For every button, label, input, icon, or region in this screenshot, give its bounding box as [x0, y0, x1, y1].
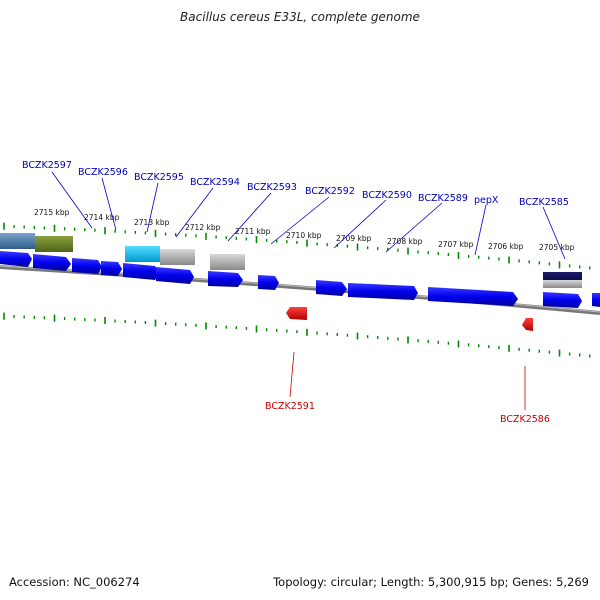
gene-steel[interactable] — [0, 233, 35, 249]
forward-gene[interactable] — [156, 267, 194, 284]
forward-gene[interactable] — [208, 271, 243, 287]
scale-label-2705: 2705 kbp — [539, 243, 575, 252]
gene-label-bczk2592[interactable]: BCZK2592 — [305, 186, 355, 197]
scale-label-2715: 2715 kbp — [34, 208, 70, 217]
gene-cyan[interactable] — [125, 246, 160, 262]
gene-label-bczk2594[interactable]: BCZK2594 — [190, 177, 240, 188]
forward-gene[interactable] — [258, 275, 279, 290]
accession-text: Accession: NC_006274 — [9, 575, 140, 589]
genome-summary-text: Topology: circular; Length: 5,300,915 bp… — [273, 575, 589, 589]
gene-label-bczk2596[interactable]: BCZK2596 — [78, 167, 128, 178]
scale-label-2709: 2709 kbp — [336, 234, 372, 243]
forward-label-leaders — [51, 171, 566, 260]
reverse-gene-bczk2591[interactable] — [286, 307, 307, 320]
gene-label-bczk2585[interactable]: BCZK2585 — [519, 197, 569, 208]
genome-backbone — [0, 265, 600, 315]
lower-scale-ticks — [3, 312, 591, 358]
gene-label-bczk2590[interactable]: BCZK2590 — [362, 190, 412, 201]
forward-gene[interactable] — [543, 292, 582, 308]
forward-gene[interactable] — [33, 254, 71, 271]
reverse-gene-bczk2586[interactable] — [522, 318, 533, 331]
gene-label-bczk2586[interactable]: BCZK2586 — [500, 414, 550, 425]
reverse-label-leaders — [289, 351, 526, 410]
scale-label-2708: 2708 kbp — [387, 237, 423, 246]
gene-olive[interactable] — [35, 236, 73, 252]
gene-label-bczk2595[interactable]: BCZK2595 — [134, 172, 184, 183]
forward-gene[interactable] — [123, 263, 159, 280]
scale-label-2712: 2712 kbp — [185, 223, 221, 232]
gene-grey-3[interactable] — [543, 280, 582, 288]
forward-gene[interactable] — [0, 251, 32, 267]
gene-label-bczk2589[interactable]: BCZK2589 — [418, 193, 468, 204]
forward-gene[interactable] — [101, 261, 122, 276]
gene-label-bczk2593[interactable]: BCZK2593 — [247, 182, 297, 193]
gene-grey-2[interactable] — [210, 254, 245, 270]
upper-scale-ticks — [3, 222, 591, 270]
scale-label-2710: 2710 kbp — [286, 231, 322, 240]
gene-grey[interactable] — [160, 249, 195, 265]
scale-label-2706: 2706 kbp — [488, 242, 524, 251]
scale-label-2714: 2714 kbp — [84, 213, 120, 222]
gene-label-bczk2591[interactable]: BCZK2591 — [265, 401, 315, 412]
forward-gene[interactable] — [428, 287, 518, 306]
forward-gene[interactable] — [316, 280, 347, 296]
gene-label-bczk2597[interactable]: BCZK2597 — [22, 160, 72, 171]
gene-label-pepx[interactable]: pepX — [474, 195, 499, 206]
map-title: Bacillus cereus E33L, complete genome — [180, 10, 420, 24]
scale-label-2711: 2711 kbp — [235, 227, 271, 236]
forward-gene[interactable] — [348, 283, 418, 300]
forward-gene[interactable] — [72, 258, 102, 274]
forward-gene[interactable] — [592, 293, 600, 307]
scale-label-2713: 2713 kbp — [134, 218, 170, 227]
scale-label-2707: 2707 kbp — [438, 240, 474, 249]
